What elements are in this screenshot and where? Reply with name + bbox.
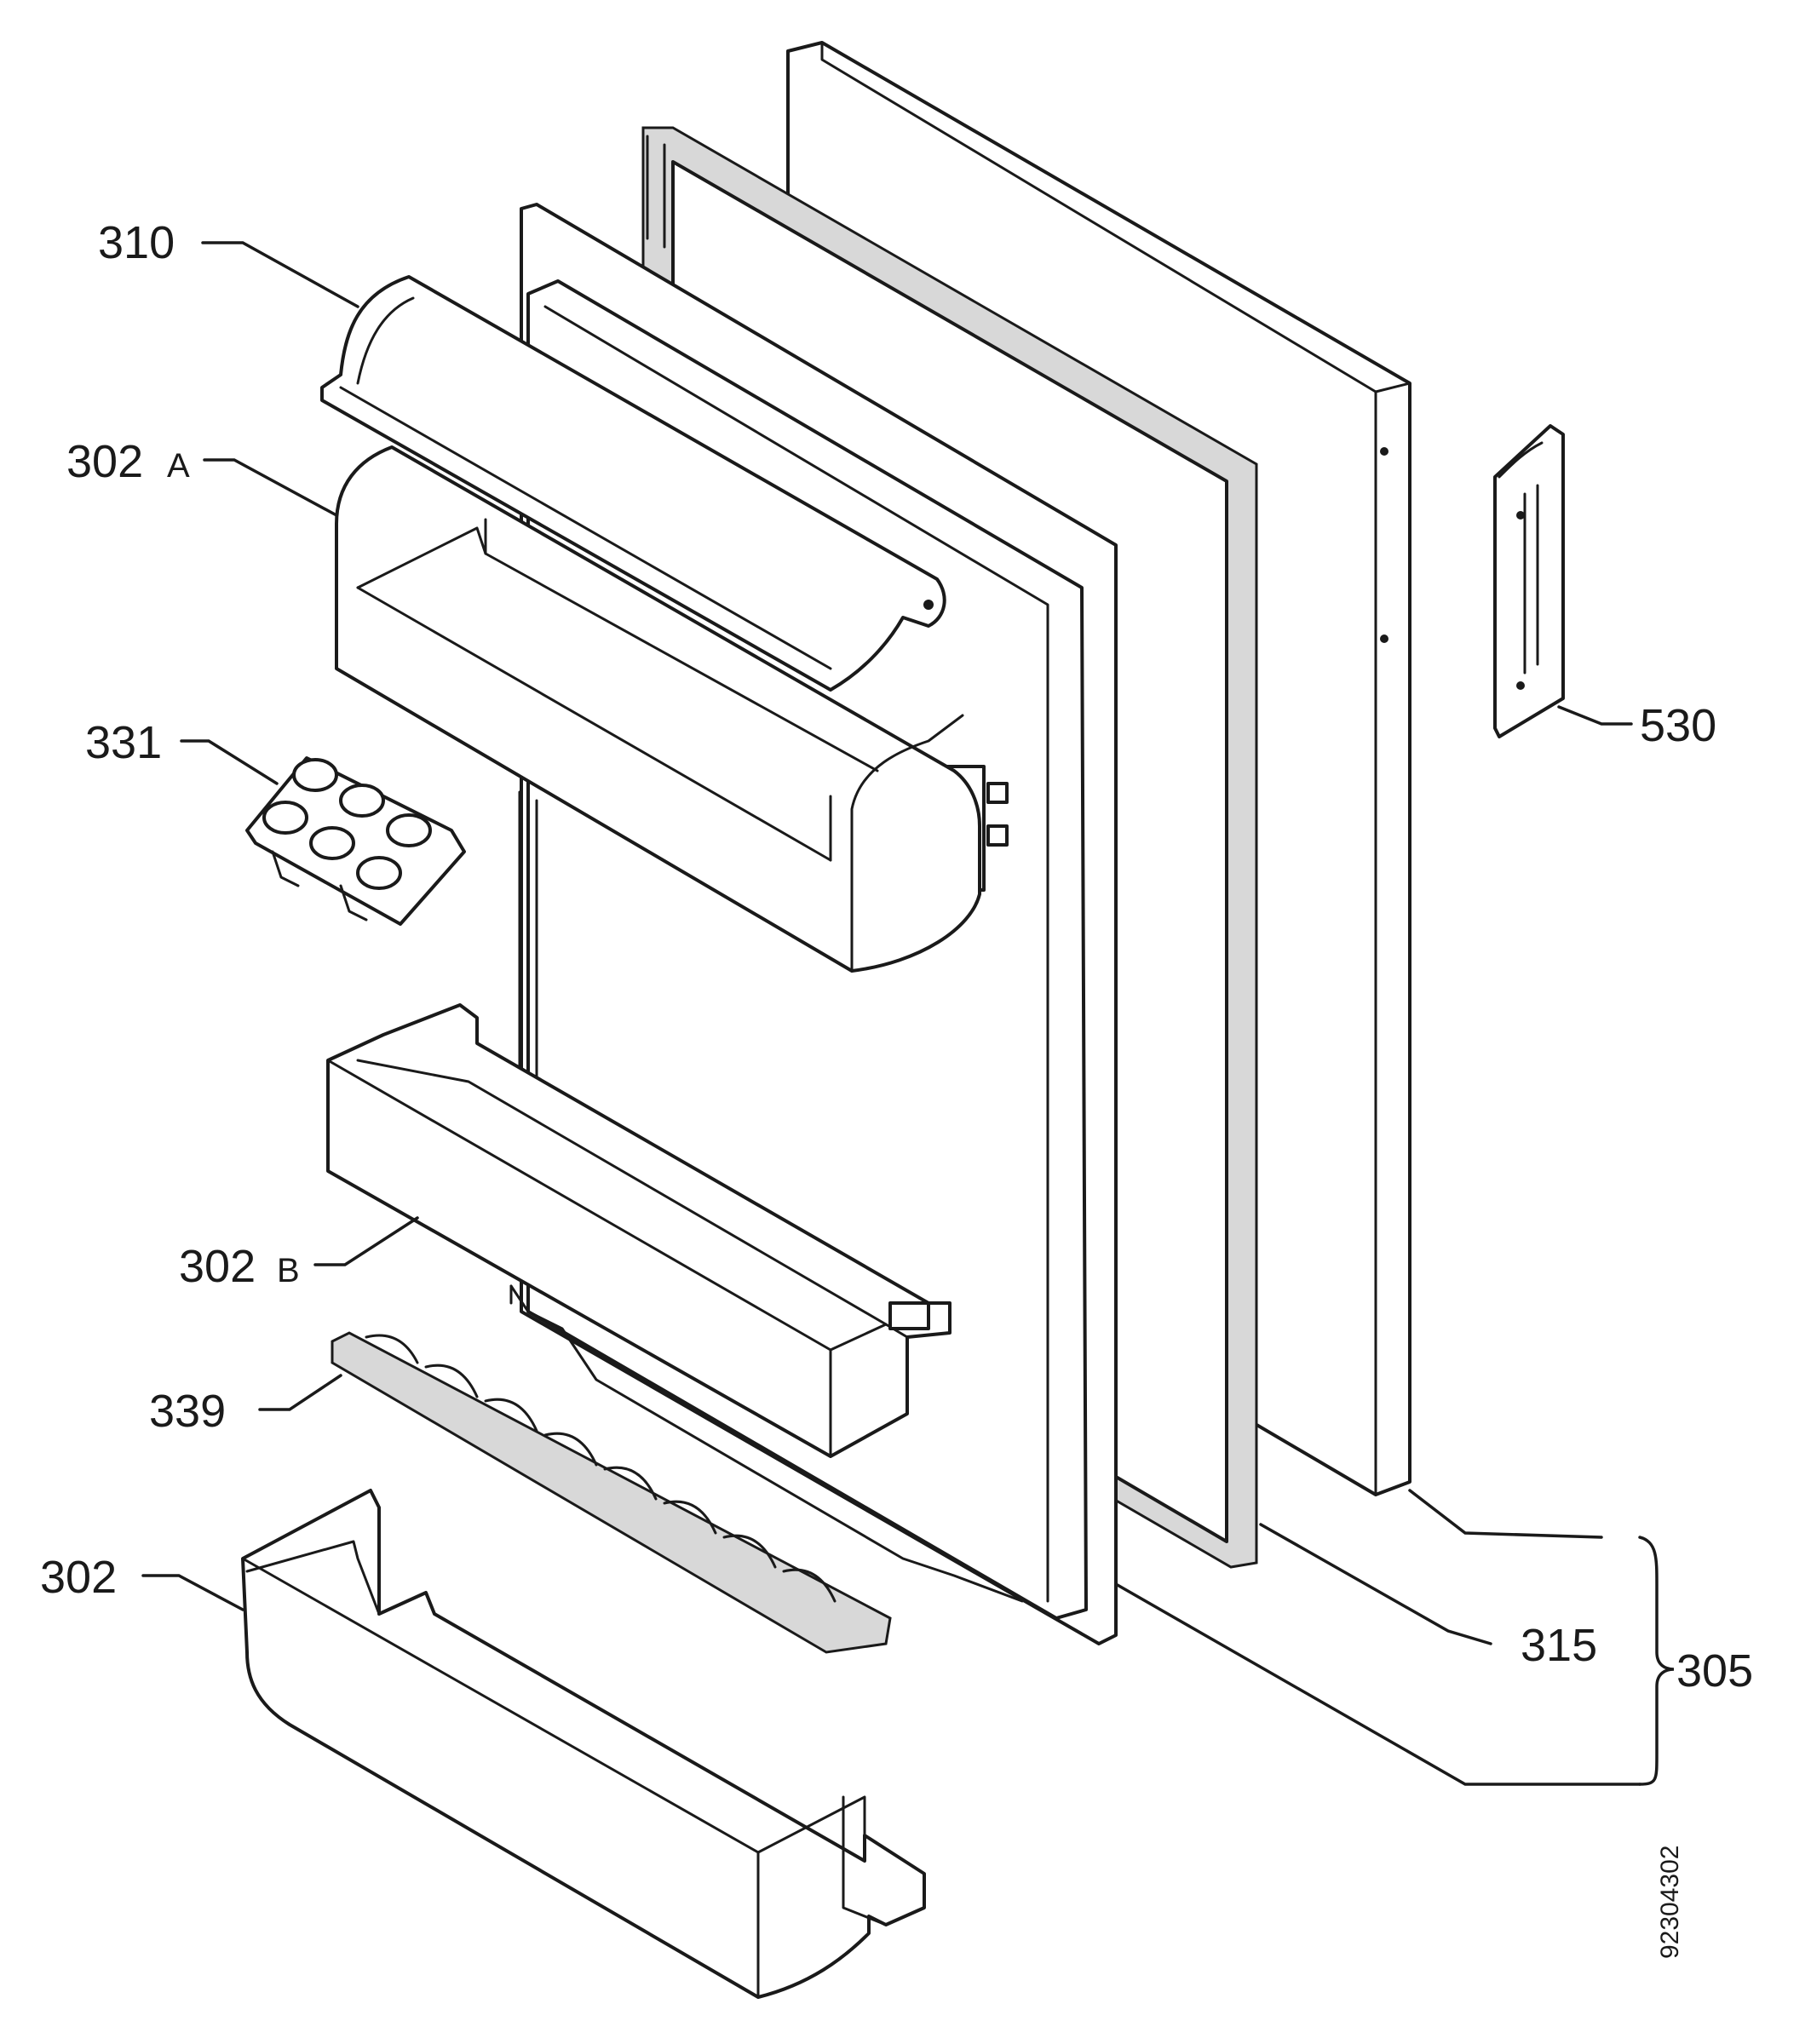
middle-door-shelf [326,1003,951,1458]
label-302a-suffix: A [167,447,190,485]
label-302a-number: 302 [66,436,143,487]
bottom-door-shelf [241,1489,926,1999]
hinge-bracket [1493,424,1565,738]
label-302b-suffix: B [277,1252,300,1289]
label-331: 331 [85,717,162,768]
label-305: 305 [1676,1645,1753,1697]
callout-labels: 310 302 A 331 302 B 339 302 530 315 305 [40,217,1753,1697]
bottle-rack [331,1331,892,1654]
drawing-code: 92304302 [1656,1846,1684,1959]
label-315: 315 [1521,1620,1597,1671]
leader-lines [141,241,1675,1786]
label-339: 339 [149,1386,226,1437]
egg-tray [245,756,466,926]
upper-door-shelf [335,445,981,973]
label-302b-number: 302 [179,1241,256,1292]
label-530: 530 [1640,700,1716,751]
label-302: 302 [40,1552,117,1603]
label-310: 310 [98,217,175,268]
flap-lid [320,275,946,692]
